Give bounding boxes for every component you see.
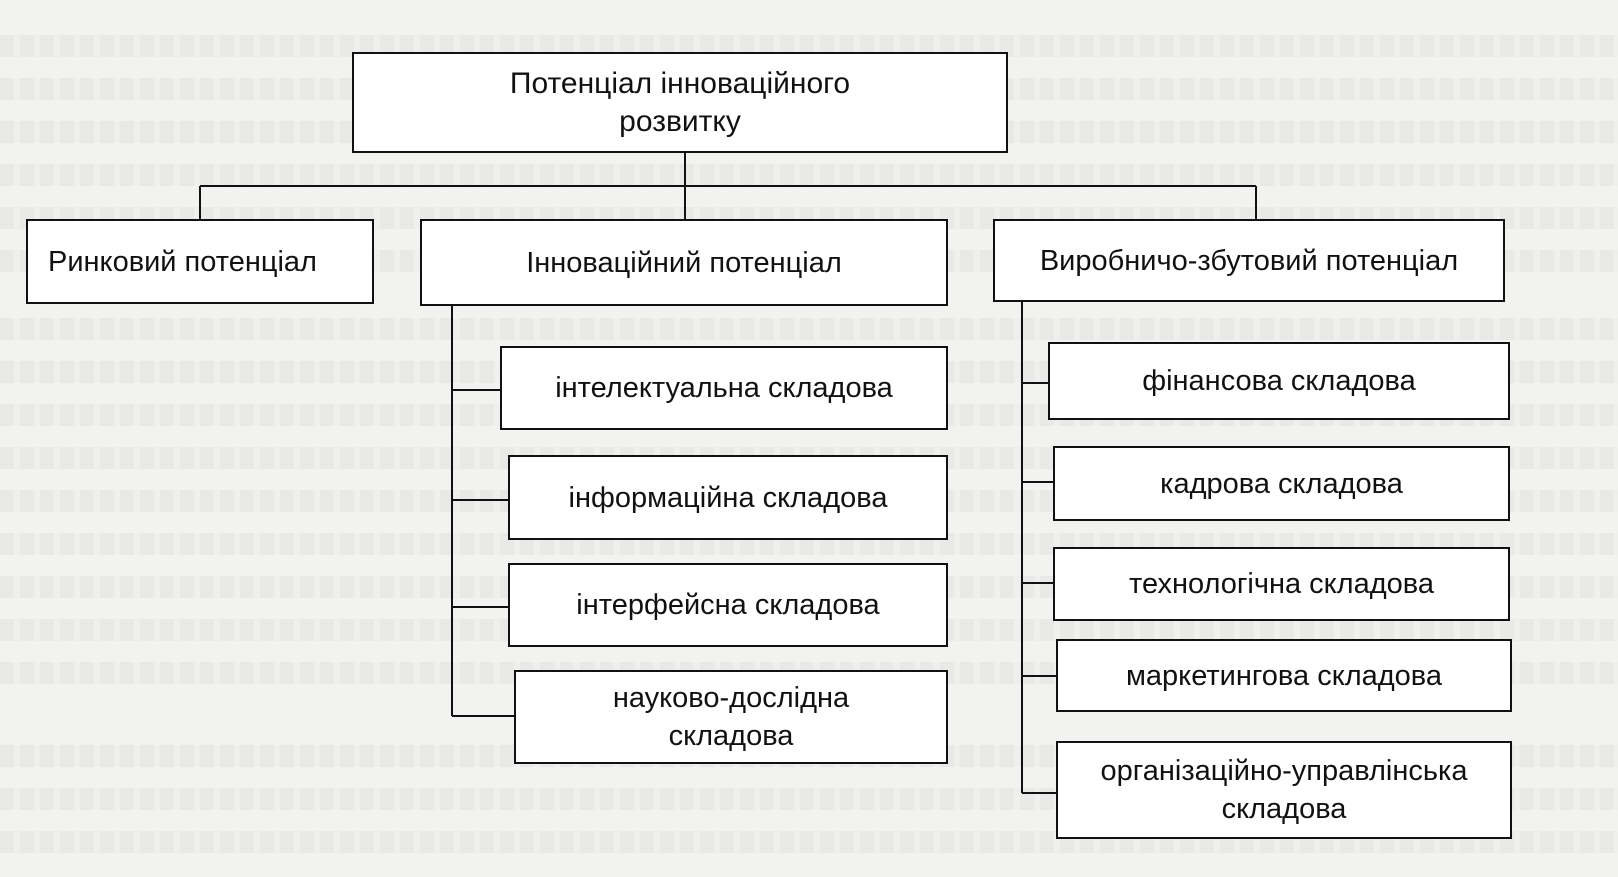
branch-node-innovation: Інноваційний потенціал — [420, 219, 948, 306]
branch-node-production: Виробничо-збутовий потенціал — [993, 219, 1505, 302]
innovation-child-label: науково-дослідна складова — [612, 682, 850, 752]
production-child-label: маркетингова складова — [1125, 659, 1443, 692]
branch-node-market-label: Ринковий потенціал — [48, 245, 317, 278]
innovation-child-informational: інформаційна складова — [508, 455, 948, 540]
innovation-child-label: інформаційна складова — [568, 481, 888, 514]
production-child-label: технологічна складова — [1129, 568, 1434, 600]
production-child-technological: технологічна складова — [1053, 547, 1510, 621]
innovation-child-interface: інтерфейсна складова — [508, 563, 948, 647]
branch-node-innovation-label: Інноваційний потенціал — [526, 246, 842, 279]
production-child-label: фінансова складова — [1142, 365, 1416, 397]
production-child-financial: фінансова складова — [1048, 342, 1510, 420]
production-child-personnel: кадрова складова — [1053, 446, 1510, 521]
innovation-child-label: інтелектуальна складова — [555, 372, 893, 404]
innovation-child-intellectual: інтелектуальна складова — [500, 346, 948, 430]
production-child-label: кадрова складова — [1160, 467, 1403, 500]
branch-node-market: Ринковий потенціал — [26, 219, 374, 304]
root-node-label: Потенціал інноваційного розвитку — [509, 66, 851, 138]
production-child-marketing: маркетингова складова — [1056, 639, 1512, 712]
innovation-child-research: науково-дослідна складова — [514, 670, 948, 764]
root-node: Потенціал інноваційного розвитку — [352, 52, 1008, 153]
branch-node-production-label: Виробничо-збутовий потенціал — [1039, 244, 1459, 277]
innovation-child-label: інтерфейсна складова — [576, 589, 880, 621]
production-child-organizational: організаційно-управлінська складова — [1056, 741, 1512, 839]
production-child-label: організаційно-управлінська складова — [1100, 755, 1468, 825]
